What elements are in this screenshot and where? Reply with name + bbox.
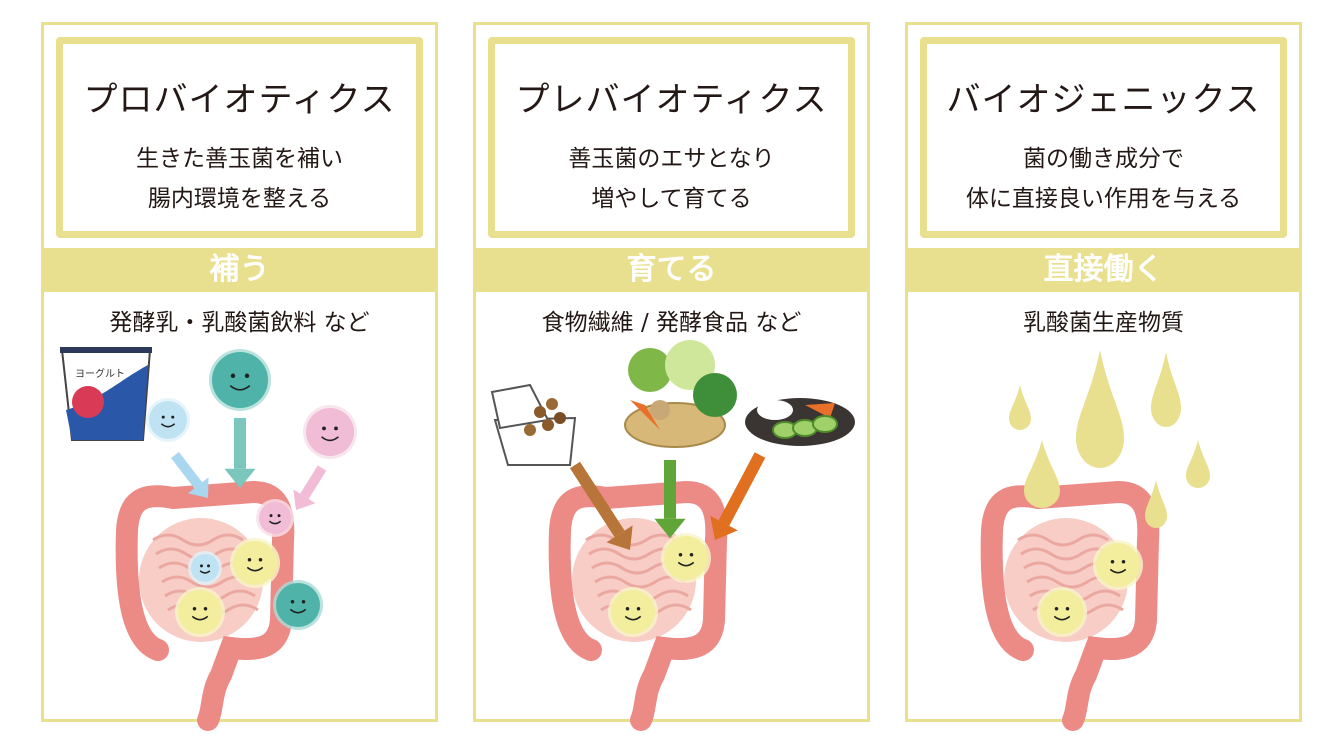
panel-title: バイオジェニックス bbox=[946, 80, 1261, 120]
description-line: 増やして育てる bbox=[591, 186, 752, 212]
probiotics-panel: プロバイオティクス 生きた善玉菌を補い 腸内環境を整える 補う 発酵乳・乳酸菌飲… bbox=[41, 22, 438, 722]
panel-band: 補う bbox=[44, 248, 435, 292]
description-line: 体に直接良い作用を与える bbox=[965, 186, 1242, 212]
panel-band: 育てる bbox=[476, 248, 867, 292]
panel-header: プロバイオティクス 生きた善玉菌を補い 腸内環境を整える bbox=[56, 37, 423, 238]
panel-band: 直接働く bbox=[908, 248, 1299, 292]
panel-description: 生きた善玉菌を補い 腸内環境を整える bbox=[63, 139, 416, 219]
panel-description: 菌の働き成分で 体に直接良い作用を与える bbox=[927, 139, 1280, 219]
description-line: 生きた善玉菌を補い bbox=[136, 146, 343, 172]
panel-header: バイオジェニックス 菌の働き成分で 体に直接良い作用を与える bbox=[920, 37, 1287, 238]
panel-description: 善玉菌のエサとなり 増やして育てる bbox=[495, 139, 848, 219]
panel-examples: 発酵乳・乳酸菌飲料 など bbox=[109, 310, 370, 336]
prebiotics-panel: プレバイオティクス 善玉菌のエサとなり 増やして育てる 育てる 食物繊維 / 発… bbox=[473, 22, 870, 722]
description-line: 腸内環境を整える bbox=[147, 186, 332, 212]
panel-examples: 乳酸菌生産物質 bbox=[1023, 310, 1184, 336]
biogenics-panel: バイオジェニックス 菌の働き成分で 体に直接良い作用を与える 直接働く 乳酸菌生… bbox=[905, 22, 1302, 722]
panel-examples: 食物繊維 / 発酵食品 など bbox=[541, 310, 802, 336]
panel-title: プロバイオティクス bbox=[83, 80, 396, 120]
description-line: 善玉菌のエサとなり bbox=[568, 146, 775, 172]
panel-title: プレバイオティクス bbox=[515, 80, 828, 120]
description-line: 菌の働き成分で bbox=[1023, 146, 1184, 172]
panel-header: プレバイオティクス 善玉菌のエサとなり 増やして育てる bbox=[488, 37, 855, 238]
